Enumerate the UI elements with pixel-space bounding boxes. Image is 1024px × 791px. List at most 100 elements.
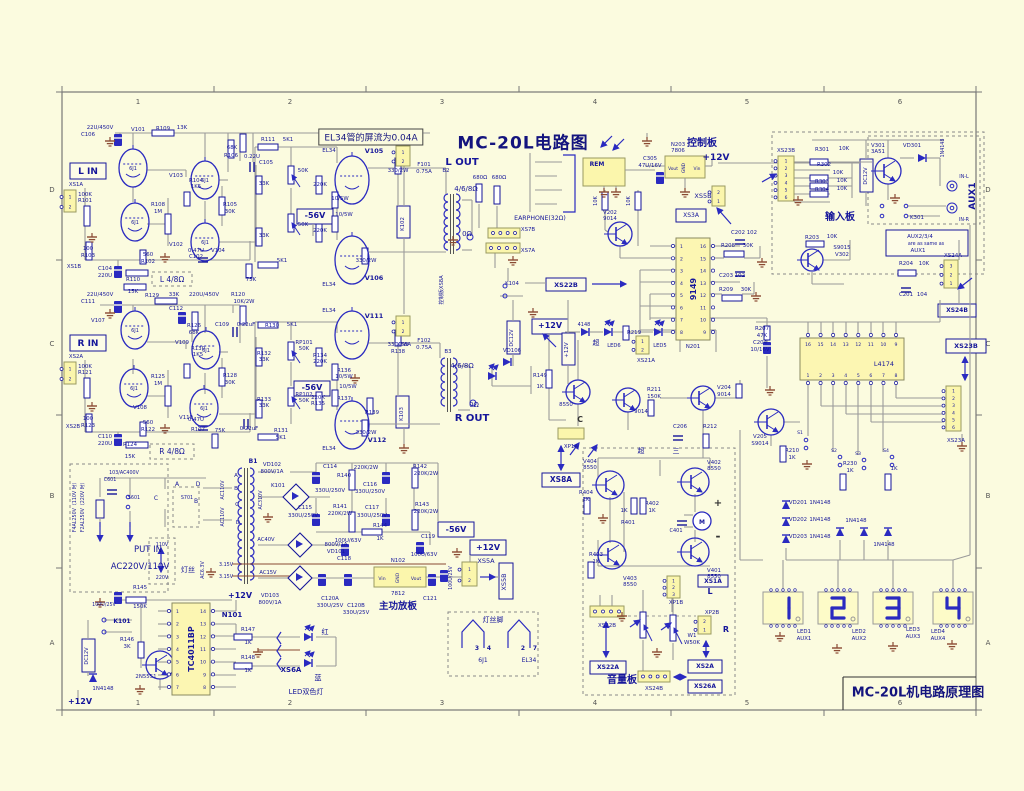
label: 0.75A [416,345,432,351]
label: 15K [125,454,136,460]
label: 33K [169,292,180,298]
label: L IN [78,167,98,177]
resistor [85,241,93,261]
ic-pin-number: 12 [700,293,706,299]
resistor [545,369,553,389]
label: 0.22uF [240,426,259,432]
label: 三 [673,447,680,455]
connector-body [635,335,650,355]
label: W1 [688,633,697,639]
display-pin [848,624,852,628]
label: 4/6/8Ω [454,185,478,193]
diode-body [884,528,892,536]
ground-icon [508,256,518,266]
connector-pin-label: 2 [703,619,706,625]
label: 6J1 [478,657,488,664]
label: R132 [257,351,271,357]
ground-icon [793,196,803,206]
transistor-collector [623,389,636,398]
label: LED双色灯 [289,687,324,696]
vacuum-tube [334,232,370,285]
label: XS23A [947,438,965,444]
label: C [577,415,583,424]
display-pin [830,588,834,592]
ic-pin [894,381,898,385]
label: R111 [261,137,275,143]
label: M [699,519,705,526]
label: C104 [98,266,113,272]
label: 330/2W [356,258,378,264]
label: 8550 [707,466,721,472]
label: R142 [413,464,427,470]
diode-body [89,674,97,682]
label: 75K [246,277,257,283]
label: R145 [133,585,147,591]
label: 50K [299,346,310,352]
label: V302 [835,252,849,258]
terminal-ring [903,213,909,219]
ic-pin-number: 7 [680,318,683,324]
ic-pin [211,659,215,664]
ic-pin [894,333,898,337]
resistor [154,297,178,305]
ic-pin [868,333,873,337]
label: EARPHONE(32Ω) [514,215,566,222]
board-outline [149,443,195,460]
connector-pin-label: 2 [952,396,955,402]
resistor [183,363,191,379]
label: C120B [347,603,365,609]
label: R148 [241,655,256,661]
ic-pin-number: 14 [830,342,836,348]
label: C112 [169,306,183,312]
connector-pin [693,619,698,624]
ground-icon [888,642,898,652]
strip-pin [641,674,645,679]
ic-pin-number: 6 [176,672,179,678]
label: EL34 [322,148,336,154]
label: N102 [391,558,406,564]
resistor [630,497,638,515]
ic-pin [671,268,675,273]
diode-body [304,633,312,641]
diode-icon [89,673,97,682]
ic-pin [167,672,171,677]
tube-cathode [197,185,213,190]
label: 100 [83,246,94,252]
led-ray [304,624,311,631]
board-outline [582,447,736,696]
strip-body [487,227,521,239]
label: LED1 [797,629,811,635]
led-icon [604,319,615,336]
ground-icon [263,513,273,523]
display-pin [836,588,840,592]
label: AUX4 [931,636,946,642]
ground-icon [802,460,812,470]
label: AUX3 [906,634,921,640]
label: 220K/2W [328,511,353,517]
label: R109 [156,126,171,132]
resistor [125,269,149,277]
label: XP1A [564,444,579,450]
connector-strip [589,605,625,618]
frame-row-label: C [986,340,991,348]
label: AC220V/110V [111,562,170,572]
resistor [411,467,419,489]
label: AUX2 [852,636,867,642]
label: L 4/8Ω [160,275,185,284]
led-ray [488,363,495,370]
resistor [583,497,591,515]
display-pin [842,588,846,592]
connector-pin-label: 3 [950,264,953,270]
label: Vin [378,576,385,582]
label: R121 [78,370,92,376]
resistor [255,227,263,247]
display-pin [824,624,828,628]
ic-pin [167,647,171,651]
resistor [634,191,642,211]
label: K101 [271,483,285,489]
connector-pin [941,418,946,422]
label: 10/16V [750,347,770,353]
label: K301 [910,215,924,221]
terminal-ring [949,205,955,211]
ic-pin [671,280,675,285]
